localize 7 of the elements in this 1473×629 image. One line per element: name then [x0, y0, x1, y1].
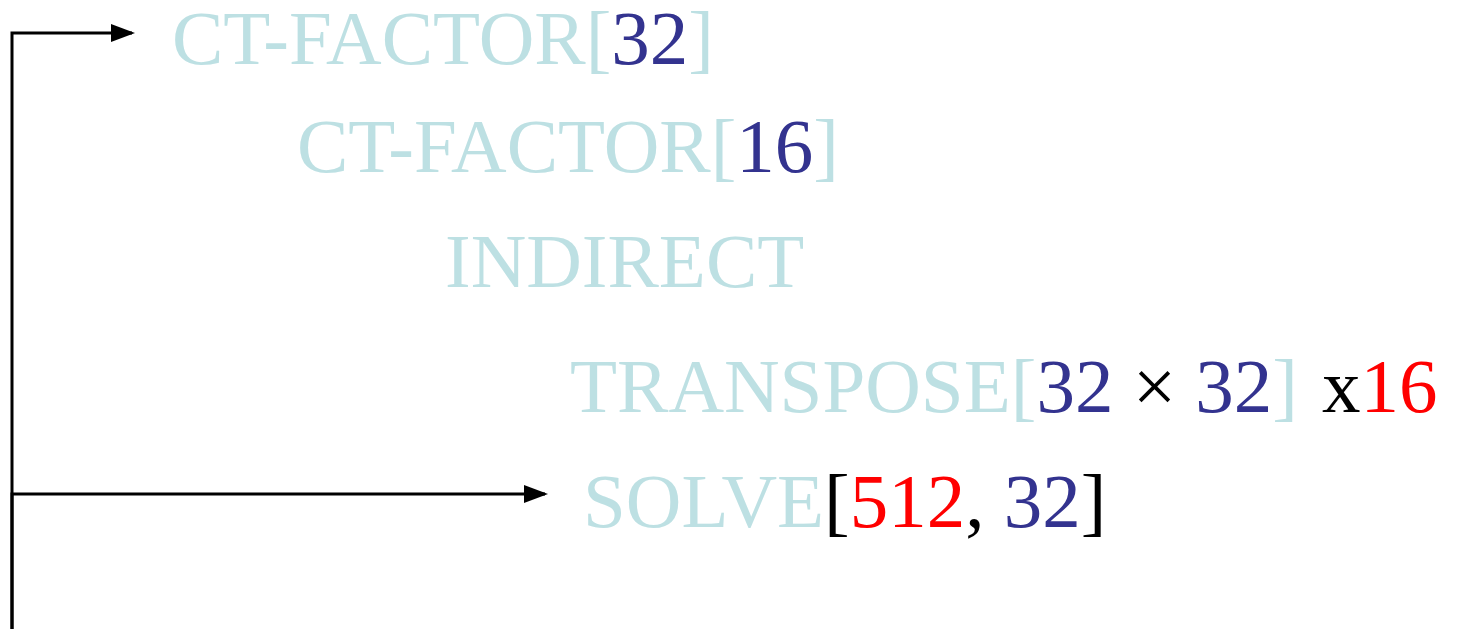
- step-label: TRANSPOSE[32 × 32]: [570, 348, 1298, 425]
- step-label: SOLVE[512, 32]: [583, 463, 1107, 540]
- step-label: CT-FACTOR[16]: [297, 108, 839, 185]
- repeat-count: x16: [1322, 348, 1438, 425]
- connector-arrow: [10, 485, 548, 629]
- step-label: INDIRECT: [445, 223, 805, 300]
- step-label: CT-FACTOR[32]: [172, 0, 714, 77]
